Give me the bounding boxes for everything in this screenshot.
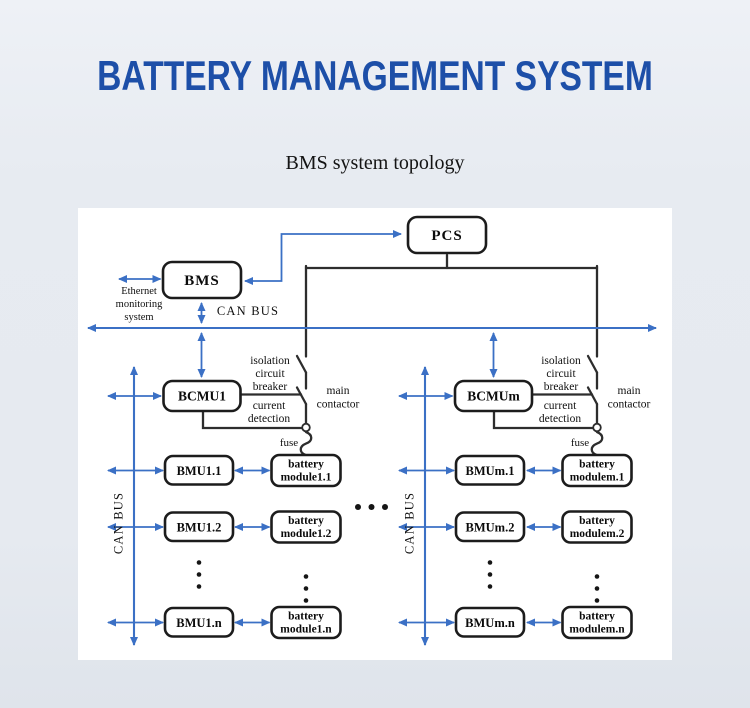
can-bus-left-label: CAN BUS [112,492,126,554]
current-right-line1: current [544,400,577,412]
node-battery1-n-line1: battery [288,611,324,623]
node-battery1-1: battery module1.1 [270,453,342,488]
node-bmu1-n-label: BMU1.n [176,616,222,630]
node-bcmum: BCMUm [453,379,534,413]
diagram-subtitle: BMS system topology [285,152,465,174]
topology-diagram-panel: PCS BMS BCMU1 BCMUm BMU1.1 BMU1.2 [78,208,672,660]
bms-pcs-link [244,230,402,285]
contactor-left-line2: contactor [317,399,360,411]
current-right-line2: detection [539,413,581,425]
current-left-line2: detection [248,413,290,425]
node-batterym-n-line1: battery [579,611,615,623]
node-bmu1-2: BMU1.2 [163,511,235,543]
isolation-right-line3: breaker [544,381,579,393]
ethernet-label-line2: monitoring [116,299,163,310]
contact-node-right [592,422,602,433]
node-bmu1-2-label: BMU1.2 [177,521,222,535]
fuse-right-label: fuse [571,437,589,449]
node-bcmum-label: BCMUm [467,389,520,404]
contactor-right-line2: contactor [608,399,651,411]
node-bmu1-n: BMU1.n [163,606,235,638]
node-battery1-n-line2: module1.n [280,624,332,636]
node-bmum-2: BMUm.2 [454,511,526,543]
ellipsis-dots [196,504,600,603]
node-bmum-1-label: BMUm.1 [466,464,515,478]
node-battery1-2-line1: battery [288,515,324,527]
isolation-left-line2: circuit [255,368,285,380]
node-pcs-label: PCS [431,228,462,244]
page-title: BATTERY MANAGEMENT SYSTEM [97,52,653,99]
ethernet-label-line3: system [124,312,153,323]
node-bmu1-1-label: BMU1.1 [177,464,222,478]
isolation-right-line1: isolation [541,355,581,367]
node-bmum-1: BMUm.1 [454,454,526,486]
can-bus-main-label: CAN BUS [217,304,279,318]
node-bmu1-1: BMU1.1 [163,454,235,486]
isolation-right-line2: circuit [546,368,576,380]
ethernet-label-line1: Ethernet [121,286,157,297]
fuse-symbol-right [590,430,604,457]
can-bus-right-label: CAN BUS [403,492,417,554]
node-batterym-2-line1: battery [579,515,615,527]
fuse-left-label: fuse [280,437,298,449]
current-detection-line-right [492,409,594,430]
main-contactor-switch-left [295,386,308,406]
isolation-breaker-switch-left [295,354,308,374]
node-battery1-1-line2: module1.1 [281,472,332,484]
node-bms-label: BMS [184,273,220,289]
node-batterym-1-line1: battery [579,459,615,471]
node-batterym-2: battery modulem.2 [561,510,633,544]
current-left-line1: current [253,400,286,412]
fuse-symbol-left [299,430,313,457]
isolation-breaker-switch-right [586,354,599,374]
wiring-labels: Ethernet monitoring system CAN BUS CAN B… [112,286,651,554]
contactor-right-line1: main [618,385,641,397]
node-batterym-1-line2: modulem.1 [570,472,625,484]
node-batterym-n: battery modulem.n [561,605,633,640]
node-bcmu1-label: BCMU1 [178,389,226,404]
node-bmum-n: BMUm.n [454,606,526,638]
node-bcmu1: BCMU1 [162,379,242,413]
node-battery1-1-line1: battery [288,459,324,471]
isolation-left-line3: breaker [253,381,288,393]
node-bmum-2-label: BMUm.2 [466,521,515,535]
can-bus-wiring [87,230,657,646]
contact-node-left [301,422,311,433]
node-bmum-n-label: BMUm.n [465,616,515,630]
node-battery1-2-line2: module1.2 [281,528,332,540]
current-detection-line-left [201,409,303,430]
node-batterym-1: battery modulem.1 [561,453,633,488]
node-battery1-2: battery module1.2 [270,510,342,544]
node-pcs: PCS [406,215,488,255]
node-battery1-n: battery module1.n [270,605,342,640]
node-batterym-2-line2: modulem.2 [570,528,625,540]
contactor-left-line1: main [327,385,350,397]
topology-diagram: PCS BMS BCMU1 BCMUm BMU1.1 BMU1.2 [87,215,657,646]
isolation-left-line1: isolation [250,355,290,367]
main-contactor-switch-right [586,386,599,406]
node-batterym-n-line2: modulem.n [569,624,625,636]
node-bms: BMS [161,260,243,300]
